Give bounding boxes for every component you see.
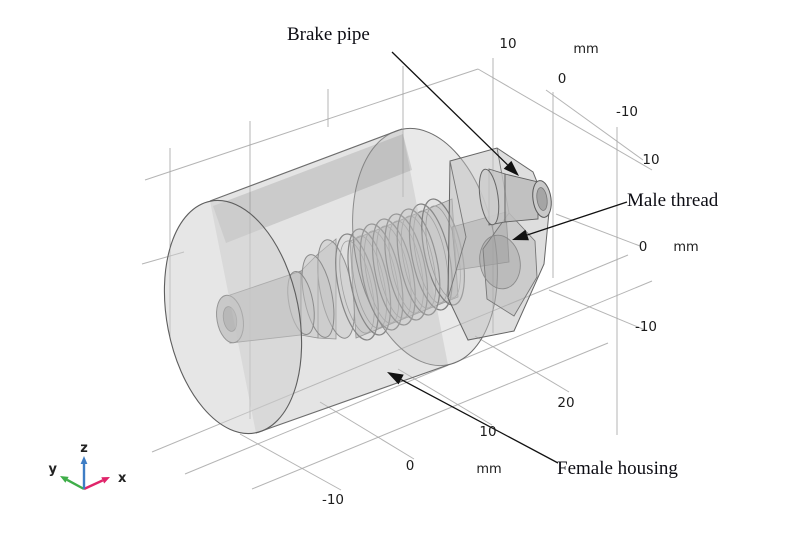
- grid-floor-x-tick: [474, 335, 570, 393]
- top-axis-unit-label: mm: [573, 42, 598, 57]
- brake-pipe-arrow-line: [391, 51, 509, 166]
- hex-nut-bore: [479, 234, 521, 290]
- thread-ring-inner: [400, 215, 437, 309]
- grid-top-back-edge: [144, 68, 479, 181]
- bottom-axis-tick-0: 0: [406, 458, 415, 474]
- thread-ring-inner: [388, 220, 424, 314]
- housing-top-edge: [209, 128, 403, 202]
- triad-z-label: z: [80, 441, 88, 456]
- brake-pipe-arrow-head: [503, 160, 519, 176]
- female-housing-arrow-head: [387, 372, 404, 385]
- right-axis-tick--10: -10: [635, 319, 657, 335]
- bottom-axis-unit-label: mm: [476, 462, 501, 477]
- model-3d: [163, 127, 552, 435]
- thread-ring: [359, 223, 404, 331]
- triad-y-axis-arrow: [60, 476, 85, 491]
- triad-x-axis-arrow-head: [101, 477, 110, 484]
- triad-x-axis-arrow-line: [83, 479, 104, 491]
- callout-arrows: [387, 51, 628, 464]
- fitting-step-body: [300, 253, 319, 339]
- top-axis-tick--10: -10: [616, 104, 638, 120]
- female-housing-label: Female housing: [557, 458, 678, 479]
- housing-left-face: [163, 199, 303, 435]
- bottom-axis-tick-20: 20: [557, 395, 574, 411]
- thread-ring-inner: [413, 210, 449, 304]
- male-thread-arrow-line: [526, 201, 628, 236]
- brake-pipe-label: Brake pipe: [287, 24, 370, 45]
- female-housing-arrow-line: [400, 378, 559, 464]
- thread-ring: [335, 233, 379, 341]
- brake-pipe-collar: [478, 168, 500, 226]
- housing-inner-shading: [213, 134, 412, 243]
- brake-pipe-bore: [536, 187, 548, 211]
- thread-ring: [372, 218, 416, 326]
- right-axis-unit-label: mm: [673, 240, 698, 255]
- grid-floor-x-tick: [397, 368, 493, 426]
- triad-z-axis-arrow: [80, 456, 88, 489]
- male-thread-label: Male thread: [627, 190, 719, 211]
- bottom-axis-tick--10: -10: [322, 492, 344, 508]
- male-thread-arrow: [512, 201, 628, 241]
- grid-top-right-edge: [477, 68, 653, 171]
- top-axis-tick-0: 0: [558, 71, 567, 87]
- brake-pipe-arrow: [391, 51, 519, 176]
- hex-nut-facet: [447, 236, 467, 299]
- coordinate-triad: x y z: [49, 441, 127, 491]
- thread-ring: [347, 228, 392, 336]
- triad-x-label: x: [118, 471, 127, 486]
- male-thread-arrow-head: [512, 229, 529, 241]
- callout-labels: Brake pipe Male thread Female housing mm…: [287, 24, 719, 479]
- thread-ring-inner: [363, 230, 400, 324]
- thread-ring-inner: [339, 240, 375, 334]
- fitting-step-face: [301, 254, 335, 338]
- thread-ring: [396, 208, 441, 316]
- bottom-axis-tick-10: 10: [479, 424, 496, 440]
- triad-y-axis-arrow-head: [60, 476, 69, 483]
- grid-right-z-line: [548, 289, 646, 331]
- right-axis-tick-0: 0: [639, 239, 648, 255]
- thread-ring-inner: [351, 235, 387, 329]
- hex-nut-facet: [449, 160, 467, 238]
- grid-floor-line: [184, 280, 653, 475]
- female-housing-arrow: [387, 372, 559, 464]
- top-axis-tick-10: 10: [499, 36, 516, 52]
- grid-floor-x-tick: [319, 401, 415, 460]
- triad-z-axis-arrow-head: [80, 456, 88, 464]
- thread-ring-inner: [376, 225, 412, 319]
- triad-y-label: y: [49, 462, 58, 477]
- right-axis-tick-10: 10: [642, 152, 659, 168]
- axis-ticks: 10 0 -10 10 0 -10 20 10 0 -10: [322, 36, 660, 508]
- thread-ring: [384, 213, 429, 321]
- grid-right-z-line: [545, 89, 644, 161]
- grid-floor-line: [251, 342, 609, 490]
- axis-grid: [141, 58, 653, 491]
- brake-pipe-body: [504, 173, 539, 223]
- grid-right-z-line: [555, 213, 641, 247]
- grid-floor-x-tick: [239, 433, 342, 491]
- triad-y-axis-arrow-line: [66, 478, 85, 491]
- triad-x-axis-arrow: [83, 477, 110, 491]
- housing-bottom-edge: [255, 364, 449, 434]
